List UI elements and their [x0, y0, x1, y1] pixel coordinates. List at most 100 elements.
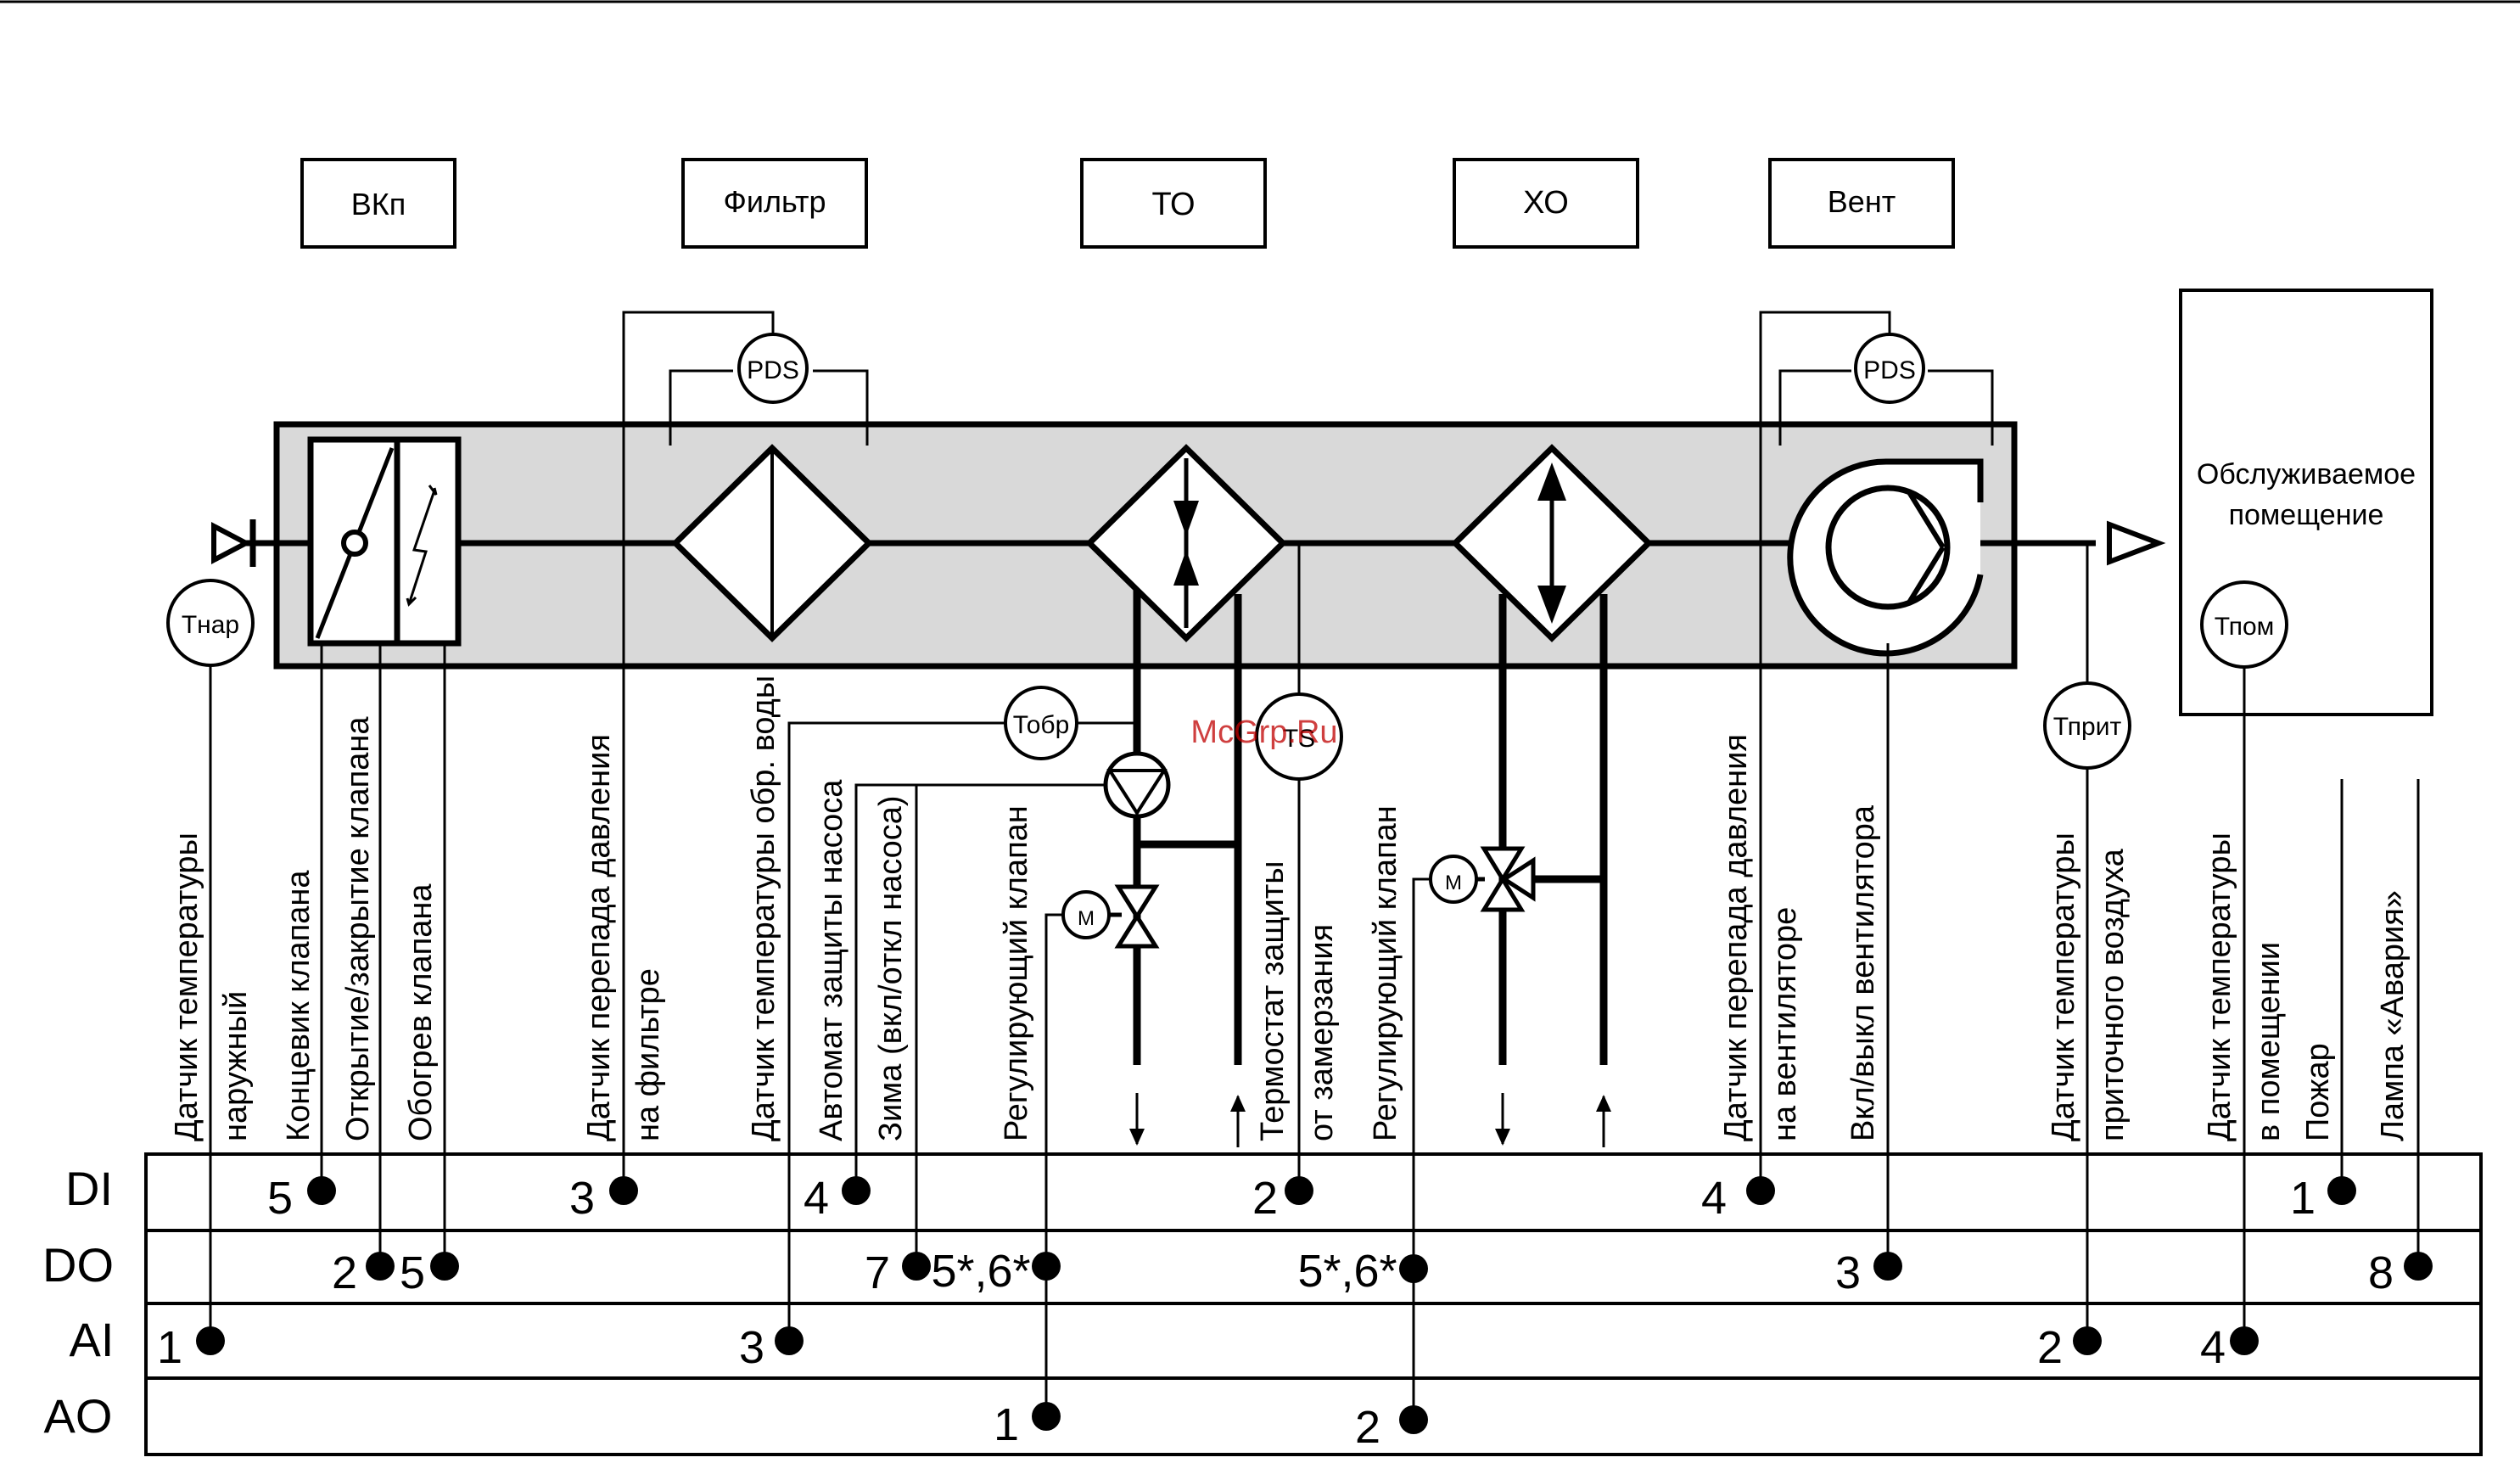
do-number: 8 [2368, 1247, 2394, 1298]
terminal-dot [902, 1252, 931, 1281]
signal-label-open-close: Открытие/закрытие клапана [340, 716, 376, 1141]
room-label-line2: помещение [2229, 499, 2384, 531]
signal-label-t-supply-1: Датчик температуры [2046, 832, 2081, 1141]
t-outdoor-sensor: Тнар [166, 579, 255, 1341]
io-terminals [196, 1176, 2433, 1434]
signal-label-t-out-2: наружный [218, 991, 254, 1141]
do-number: 5*,6* [1297, 1246, 1397, 1297]
terminal-dot [1032, 1402, 1061, 1431]
air-inlet-icon [211, 519, 256, 567]
block-to-label: ТО [1151, 187, 1195, 222]
terminal-dot [430, 1252, 459, 1281]
ai-number: 2 [2037, 1322, 2063, 1373]
do-number: 7 [865, 1247, 890, 1298]
t-supply-label: Тприт [2053, 713, 2122, 741]
signal-label-fan-onoff: Вкл/выкл вентилятора [1845, 804, 1881, 1141]
cooler-coil-icon [1451, 444, 1653, 642]
cooler-valve-motor-label: M [1445, 872, 1462, 894]
signal-labels: Датчик температуры наружный Концевик кла… [169, 675, 2411, 1141]
signal-label-winter: Зима (вкл/откл насоса) [873, 795, 909, 1141]
signal-label-t-room-1: Датчик температуры [2202, 832, 2237, 1141]
io-row-do-label: DO [42, 1238, 114, 1292]
terminal-dot [1873, 1252, 1902, 1281]
signal-label-pds-filter-2: на фильтре [630, 968, 666, 1141]
block-filter: Фильтр [681, 158, 868, 249]
signal-label-limit-switch: Концевик клапана [281, 870, 316, 1141]
block-fan: Вент [1768, 158, 1955, 249]
terminal-dot [1399, 1405, 1428, 1434]
signal-label-pds-fan-1: Датчик перепада давления [1718, 734, 1754, 1141]
pds-filter-sensor: PDS [622, 311, 869, 1188]
di-number: 1 [2290, 1173, 2316, 1224]
signal-wires [320, 643, 2420, 1266]
terminal-dot [2073, 1326, 2102, 1355]
terminal-dot [842, 1176, 871, 1205]
terminal-dot [775, 1326, 804, 1355]
di-number: 5 [267, 1173, 293, 1224]
block-fan-label: Вент [1828, 184, 1896, 219]
block-to: ТО [1080, 158, 1267, 249]
room-label-line1: Обслуживаемое [2197, 458, 2416, 490]
do-number: 5*,6* [931, 1246, 1030, 1297]
di-number: 4 [804, 1173, 829, 1224]
io-row-ao-label: AO [44, 1389, 113, 1443]
do-number: 5 [400, 1247, 425, 1298]
di-number: 4 [1701, 1173, 1727, 1224]
cooler-valve-icon: M [1412, 846, 1536, 1417]
pds-fan-sensor: PDS [1759, 311, 1994, 1188]
terminal-dot [609, 1176, 638, 1205]
ai-number: 3 [739, 1322, 764, 1373]
block-ho-label: ХО [1523, 185, 1569, 221]
ai-number: 4 [2200, 1322, 2226, 1373]
block-vkp: ВКп [300, 158, 456, 249]
heater-valve-icon: M [1044, 884, 1160, 1417]
signal-label-pds-fan-2: на вентиляторе [1767, 907, 1803, 1141]
signal-label-t-room-2: в помещении [2251, 942, 2287, 1141]
filter-icon [671, 444, 873, 642]
ao-number: 2 [1355, 1402, 1380, 1453]
signal-label-damper-heat: Обогрев клапана [403, 883, 439, 1141]
do-number: 2 [332, 1247, 357, 1298]
di-number: 2 [1252, 1173, 1278, 1224]
watermark: McGrp.Ru [1190, 715, 1337, 750]
io-table: DI DO AI AO [42, 1152, 2483, 1456]
air-outlet-icon [2107, 520, 2166, 566]
signal-label-t-return: Датчик температуры обр. воды [746, 675, 781, 1141]
ts-label: TS [1283, 725, 1315, 753]
terminal-dot [2230, 1326, 2259, 1355]
t-outdoor-label: Тнар [182, 611, 239, 639]
di-number: 3 [569, 1173, 595, 1224]
damper-heater-icon [406, 485, 438, 607]
heater-piping [1129, 590, 1246, 1147]
io-row-ai-label: AI [70, 1313, 115, 1366]
signal-label-pump-protection: Автомат защиты насоса [814, 779, 849, 1141]
terminal-dot [366, 1252, 395, 1281]
block-filter-label: Фильтр [724, 184, 826, 219]
heater-valve-motor-label: M [1078, 907, 1095, 930]
block-vkp-label: ВКп [351, 187, 406, 221]
pds-filter-label: PDS [747, 356, 799, 384]
signal-label-heat-valve: Регулирующий клапан [999, 805, 1034, 1141]
terminal-dot [2327, 1176, 2356, 1205]
ts-frost-thermostat: TS [1255, 543, 1343, 1188]
terminal-dot [1285, 1176, 1313, 1205]
io-numbers: 5 3 4 2 4 1 2 5 7 5*,6* 5*,6* 3 8 1 3 2 … [157, 1173, 2394, 1453]
terminal-dot [1032, 1252, 1061, 1281]
heater-pump-icon [1103, 751, 1171, 819]
signal-label-t-out-1: Датчик температуры [169, 832, 204, 1141]
do-number: 3 [1835, 1247, 1861, 1298]
signal-label-frost-2: от замерзания [1304, 924, 1340, 1141]
terminal-dot [1746, 1176, 1775, 1205]
block-ho: ХО [1453, 158, 1639, 249]
fan-icon [1787, 458, 1984, 657]
signal-label-frost-1: Термостат защиты [1255, 860, 1291, 1141]
terminal-dot [307, 1176, 336, 1205]
signal-label-pds-filter-1: Датчик перепада давления [581, 734, 617, 1141]
pds-fan-label: PDS [1863, 356, 1916, 384]
t-return-water-sensor: Тобр [787, 686, 1137, 1341]
signal-label-alarm-lamp: Лампа «Авария» [2375, 890, 2411, 1141]
t-room-label: Тпом [2215, 613, 2275, 641]
terminal-dot [196, 1326, 225, 1355]
